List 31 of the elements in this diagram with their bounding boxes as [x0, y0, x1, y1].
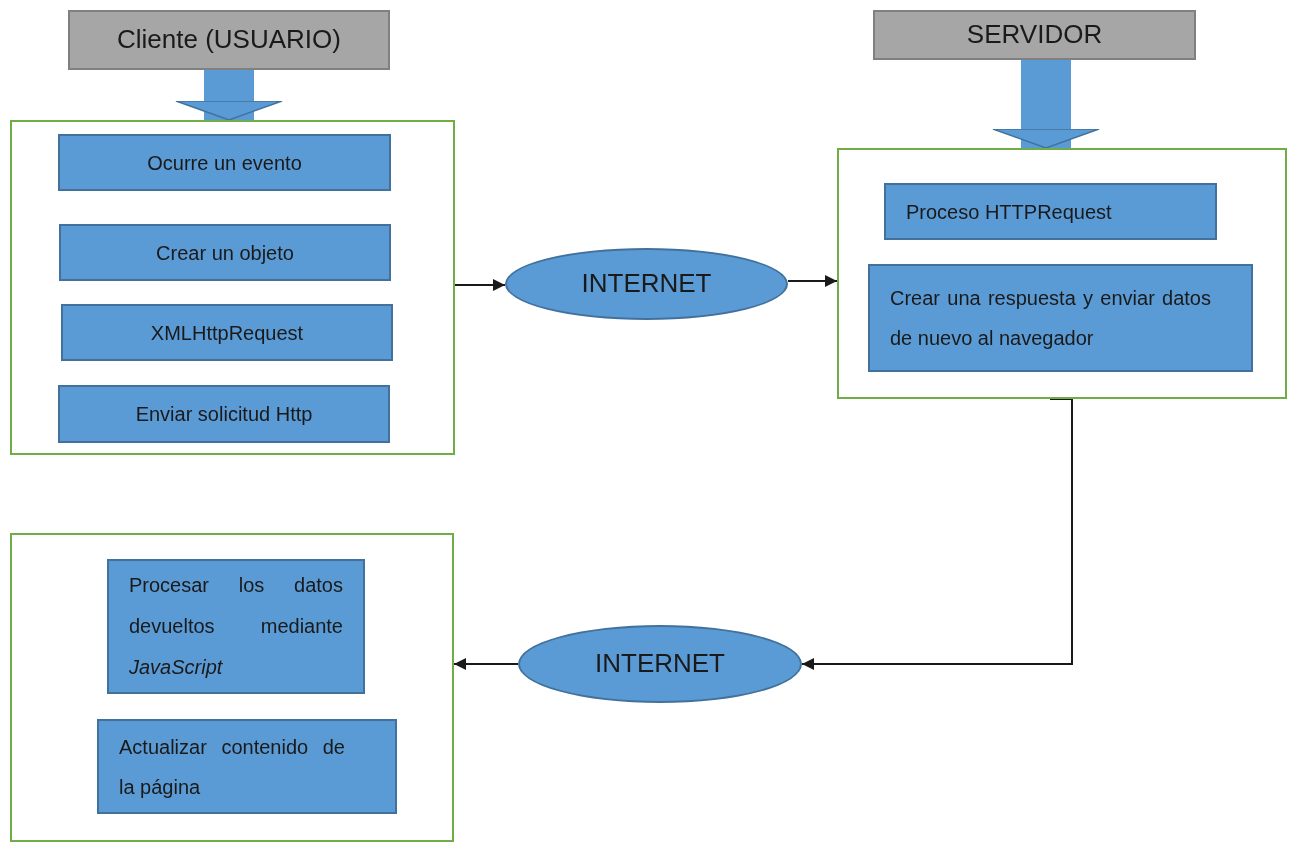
header-box — [68, 10, 390, 70]
box-text: Proceso HTTPRequest — [906, 199, 1113, 224]
process-box — [59, 224, 391, 281]
box-text: Enviar solicitud Http — [134, 402, 314, 426]
process-box — [868, 264, 1253, 372]
connector-arrow — [453, 658, 519, 670]
process-box — [61, 304, 393, 361]
box-text: Ocurre un evento — [146, 150, 303, 175]
process-box — [58, 134, 391, 191]
box-text: Cliente (USUARIO) — [116, 24, 342, 56]
block-arrow — [175, 70, 283, 121]
box-text: XMLHttpRequest — [149, 320, 305, 345]
container-box — [10, 120, 455, 455]
process-box — [58, 385, 390, 443]
box-text: Actualizar contenido de la página — [119, 734, 345, 800]
box-text: INTERNET — [580, 268, 713, 300]
box-text: Crear una respuesta y enviar datos de nuevo al navegador — [890, 286, 1211, 351]
container-box — [837, 148, 1287, 399]
box-text: Procesar los datos devueltos mediante JavaScript — [129, 573, 343, 680]
box-text: Crear un objeto — [155, 240, 295, 265]
process-box — [884, 183, 1217, 240]
header-box — [873, 10, 1196, 60]
process-box — [97, 719, 397, 814]
process-box — [107, 559, 365, 694]
connector-arrow — [787, 275, 838, 287]
box-text: SERVIDOR — [965, 19, 1104, 51]
box-text: INTERNET — [594, 648, 726, 680]
container-box — [10, 533, 454, 842]
connector-arrow — [454, 279, 506, 291]
block-arrow — [992, 60, 1100, 149]
connector-arrow — [801, 398, 1073, 670]
